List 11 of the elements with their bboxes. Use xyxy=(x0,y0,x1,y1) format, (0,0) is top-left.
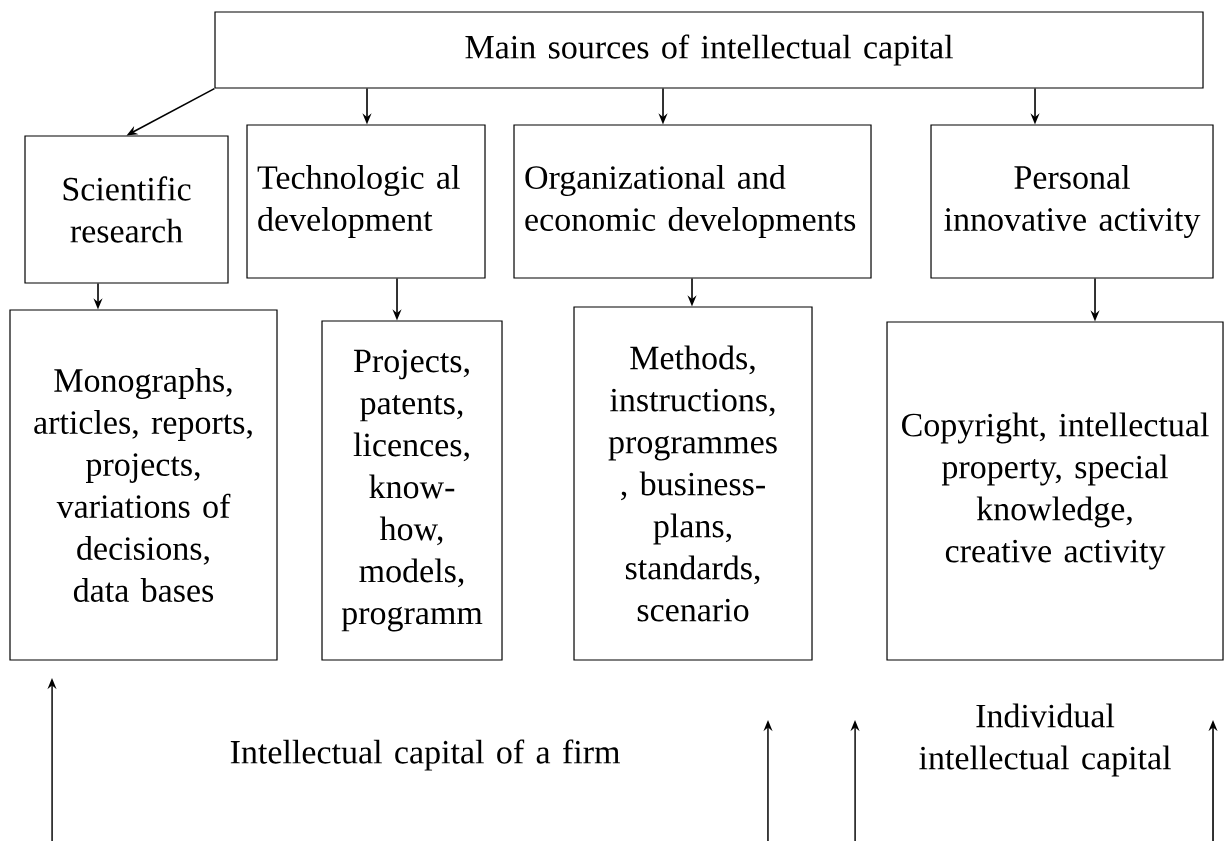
text-box: Technologic al development xyxy=(246,124,486,279)
caption-text: Individual intellectual capital xyxy=(919,703,1171,777)
caption-text: Intellectual capital of a firm xyxy=(230,739,620,771)
text-box: Personal innovative activity xyxy=(930,124,1214,279)
text-box: Main sources of intellectual capital xyxy=(214,11,1204,89)
text-box: Methods, instructions, programmes , business- plans, standards, scenario xyxy=(573,306,813,661)
text-box: Scientific research xyxy=(24,135,229,284)
text-box: Projects, patents, licences, know- how, models, programm xyxy=(321,320,503,661)
text-box: Organizational and economic developments xyxy=(513,124,872,279)
text-box: Copyright, intellectual property, special knowledge, creative activity xyxy=(886,321,1224,661)
text-box: Monographs, articles, reports, projects, variations of decisions, data bases xyxy=(9,309,278,661)
